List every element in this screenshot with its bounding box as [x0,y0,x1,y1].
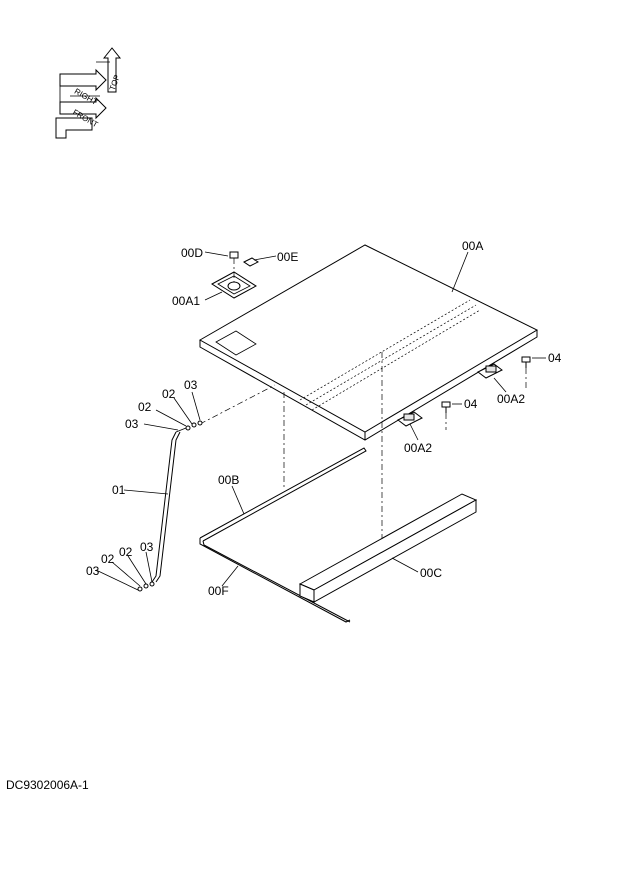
callout-04-left: 04 [464,397,478,411]
callout-00F: 00F [208,584,229,598]
callout-04-right: 04 [548,351,562,365]
hinge-00A2-right [477,363,503,379]
cover-panel-00A [198,244,539,441]
support-rod-01 [151,427,187,583]
callout-00B: 00B [218,473,239,487]
callout-03-lower-right: 03 [140,540,154,554]
callout-03-lower-left: 03 [86,564,100,578]
reference-code: DC9302006A-1 [6,778,89,792]
bolt-04-left [441,401,451,430]
seal-00C [298,493,478,603]
callout-00A: 00A [462,239,483,253]
callout-00A2-left: 00A2 [404,441,432,455]
callout-02-upper-mid: 02 [162,387,176,401]
callout-02-lower-left: 02 [101,552,115,566]
callout-00A1: 00A1 [172,294,200,308]
hinge-00A2-left [397,411,423,427]
callout-03-upper-right: 03 [184,378,198,392]
callout-02-lower-mid: 02 [119,545,133,559]
callout-00D: 00D [181,246,203,260]
callout-01: 01 [112,483,126,497]
centerline-rod [199,384,276,425]
callout-00A2-right: 00A2 [497,392,525,406]
washers-lower [137,581,155,592]
bolt-04-right [521,356,531,388]
callout-00C: 00C [420,566,442,580]
leader-lines [95,251,546,591]
orientation-icon: TOP RIGHT FRONT [55,47,122,139]
washers-upper [185,420,203,431]
callout-00E: 00E [277,250,298,264]
callout-03-upper-left: 03 [125,417,139,431]
nut-00D [229,251,239,282]
callout-02-upper-left: 02 [138,400,152,414]
clip-00E [243,257,259,267]
handle-00A1 [211,271,257,299]
